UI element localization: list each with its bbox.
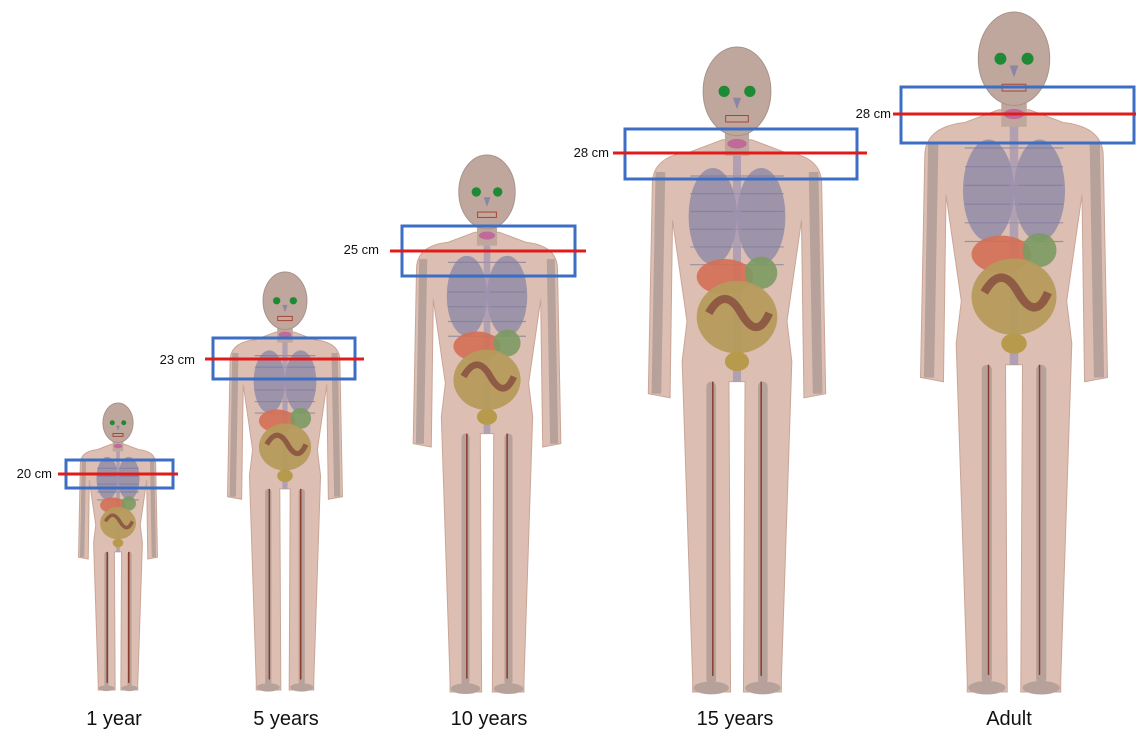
measure-label-10-years: 25 cm: [344, 242, 379, 257]
left-leg-bone: [982, 365, 992, 684]
left-foot: [257, 683, 280, 691]
bladder: [277, 470, 293, 483]
right-arm-bone: [551, 259, 554, 444]
right-arm-bone: [335, 353, 338, 497]
measure-label-5-years: 23 cm: [160, 352, 195, 367]
left-eye: [994, 53, 1006, 65]
right-lung: [487, 256, 527, 337]
right-foot: [1022, 681, 1059, 695]
bladder: [477, 409, 497, 425]
left-eye: [472, 187, 481, 196]
measure-label-15-years: 28 cm: [574, 145, 609, 160]
right-eye: [493, 187, 502, 196]
right-foot: [745, 682, 780, 695]
phantom-1-year: [58, 403, 178, 691]
right-leg-bone: [504, 434, 512, 686]
right-eye: [744, 86, 755, 97]
right-foot: [122, 685, 138, 691]
right-eye: [121, 420, 126, 425]
phantom-10-years: [390, 155, 586, 694]
thyroid: [727, 139, 746, 149]
right-foot: [494, 683, 524, 694]
left-arm-bone: [656, 172, 660, 394]
phantom-adult: [893, 12, 1136, 695]
phantom-figures: [58, 12, 1136, 695]
mouth: [726, 116, 749, 122]
right-eye: [290, 297, 297, 304]
right-lung: [737, 168, 785, 265]
left-foot: [693, 682, 728, 695]
left-arm-bone: [233, 353, 236, 497]
right-eye: [1022, 53, 1034, 65]
left-arm-bone: [420, 259, 423, 444]
right-arm-bone: [1095, 144, 1099, 378]
measure-label-adult: 28 cm: [856, 106, 891, 121]
mouth: [278, 316, 293, 320]
age-label-1-year: 1 year: [86, 708, 142, 730]
mouth: [478, 212, 497, 217]
right-lung: [1014, 140, 1065, 242]
age-label-adult: Adult: [986, 708, 1032, 730]
right-leg-bone: [758, 382, 768, 684]
left-leg-bone: [461, 434, 469, 686]
left-lung: [963, 140, 1014, 242]
left-leg-bone: [706, 382, 716, 684]
left-eye: [110, 420, 115, 425]
left-lung: [96, 457, 118, 500]
bladder: [1001, 333, 1027, 353]
left-lung: [447, 256, 487, 337]
right-lung: [118, 457, 140, 500]
right-arm-bone: [814, 172, 818, 394]
left-eye: [273, 297, 280, 304]
left-arm-bone: [929, 144, 933, 378]
right-leg-bone: [299, 489, 305, 685]
thyroid: [114, 444, 123, 448]
left-foot: [968, 681, 1005, 695]
left-leg-bone: [265, 489, 271, 685]
bladder: [113, 539, 124, 548]
age-label-5-years: 5 years: [253, 708, 319, 730]
bladder: [725, 352, 749, 371]
left-foot: [451, 683, 481, 694]
phantom-15-years: [613, 47, 867, 694]
age-label-10-years: 10 years: [451, 708, 528, 730]
mouth: [113, 433, 123, 436]
measure-label-1-year: 20 cm: [17, 466, 52, 481]
right-leg-bone: [1036, 365, 1046, 684]
left-foot: [99, 685, 115, 691]
left-eye: [718, 86, 729, 97]
age-label-15-years: 15 years: [697, 708, 774, 730]
phantom-5-years: [205, 272, 364, 692]
left-lung: [689, 168, 737, 265]
right-foot: [290, 683, 313, 691]
thyroid: [479, 232, 495, 240]
